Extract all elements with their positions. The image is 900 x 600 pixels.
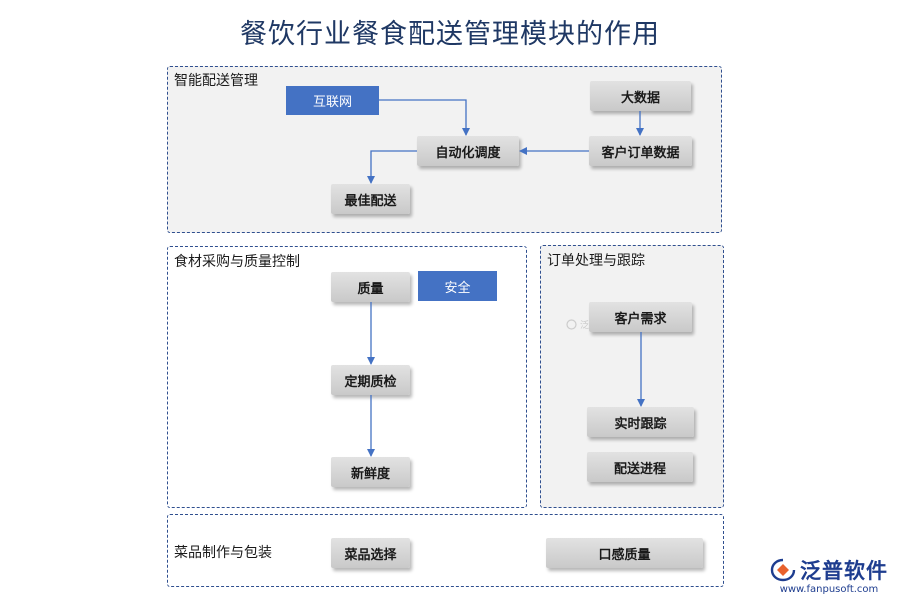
node-delivery-progress: 配送进程 [587,452,693,482]
section-label-dish-packaging: 菜品制作与包装 [174,545,272,561]
node-safety: 安全 [418,271,497,301]
watermark-logo-icon [566,319,577,330]
logo-url: www.fanpusoft.com [779,584,879,595]
node-realtime-tracking: 实时跟踪 [587,407,694,437]
node-big-data: 大数据 [590,81,691,111]
page-title: 餐饮行业餐食配送管理模块的作用 [240,19,660,50]
node-regular-inspection: 定期质检 [331,365,410,395]
node-internet: 互联网 [286,86,379,115]
node-auto-dispatch: 自动化调度 [417,136,519,166]
node-taste-quality: 口感质量 [546,538,703,568]
section-order-tracking [540,245,724,508]
section-label-order-tracking: 订单处理与跟踪 [547,253,645,269]
node-freshness: 新鲜度 [331,457,410,487]
fanpu-logo-icon [770,558,796,582]
section-label-smart-delivery: 智能配送管理 [174,73,258,89]
node-customer-demand: 客户需求 [589,302,692,332]
node-customer-order-data: 客户订单数据 [589,136,692,166]
section-label-ingredient-procurement: 食材采购与质量控制 [174,254,300,270]
node-dish-selection: 菜品选择 [331,538,410,568]
node-quality: 质量 [331,272,410,302]
node-best-delivery: 最佳配送 [331,184,410,214]
brand-logo: 泛普软件 www.fanpusoft.com [770,555,888,595]
logo-text: 泛普软件 [800,559,888,583]
